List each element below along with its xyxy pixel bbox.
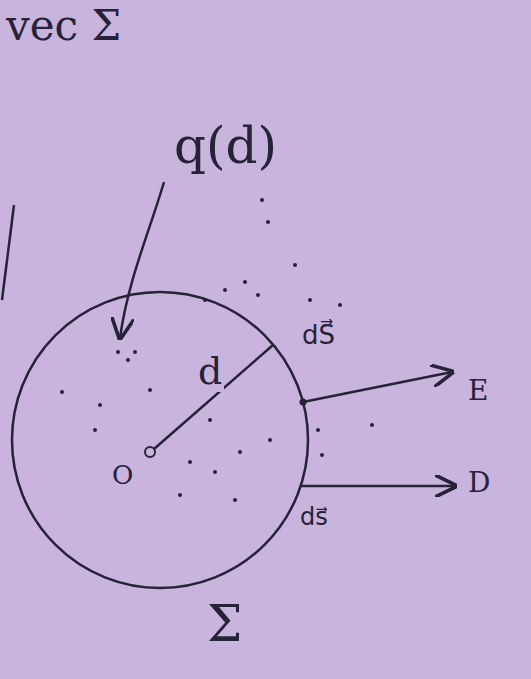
heading-note: vec Σ <box>4 4 123 48</box>
charge-pointer <box>120 182 164 338</box>
charge-label: q(d) <box>172 120 279 173</box>
charge-dots <box>60 198 374 502</box>
gauss-surface <box>12 292 308 588</box>
d-field-vector <box>301 485 455 488</box>
surface-name: Σ <box>205 598 244 651</box>
center-point <box>145 447 155 457</box>
surface-element-label: ds⃗ <box>298 505 330 530</box>
origin-label: O <box>110 462 135 489</box>
stray-stroke <box>2 205 14 300</box>
field-e-label: E <box>466 376 490 405</box>
radius-line <box>154 345 273 449</box>
surface-element-label: dS⃗ <box>300 322 337 349</box>
e-field-vector <box>303 372 452 402</box>
surface-point <box>300 399 307 406</box>
field-d-label: D <box>466 468 492 497</box>
radius-label: d <box>196 352 224 392</box>
